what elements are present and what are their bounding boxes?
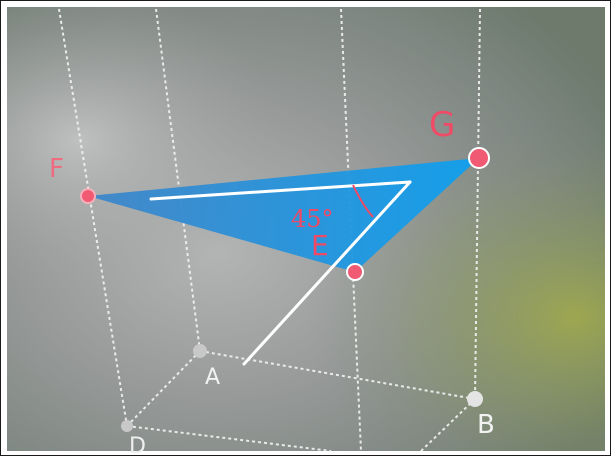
point-d-marker[interactable] [121,420,133,432]
point-label-e: E [311,229,329,262]
dashed-edge-mid [340,8,362,452]
angle-arc [352,184,374,218]
dashed-edge-b-bottom [420,398,476,452]
point-g-marker[interactable] [468,147,490,169]
dashed-edge-far-left [58,8,128,427]
point-b-marker[interactable] [467,391,483,407]
point-label-a: A [205,365,220,390]
point-label-f: F [49,154,64,184]
white-line-diagonal [242,180,412,366]
point-label-g: G [429,105,455,145]
dashed-edge-a-b [199,350,476,400]
white-line-horizontal [149,180,412,201]
point-a-marker[interactable] [193,344,207,358]
triangle-fge [88,158,479,272]
point-f-marker[interactable] [80,188,96,204]
point-label-d: D [129,434,146,457]
dashed-edge-right [474,8,481,400]
dashed-edge-d-bottom [126,425,332,452]
point-label-b: B [477,410,495,440]
point-e-marker[interactable] [346,263,364,281]
angle-label: 45° [291,205,334,233]
